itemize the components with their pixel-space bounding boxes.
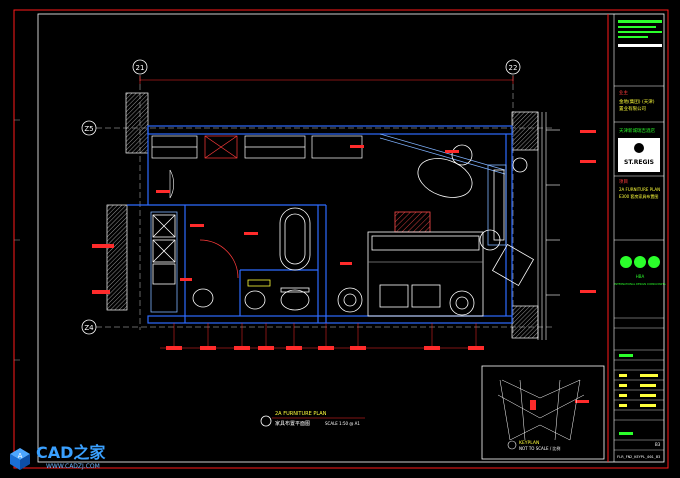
window-wall [537, 112, 560, 340]
plan-title: 2A FURNITURE PLAN 家具布置平面图 SCALE 1:50 @ A… [260, 411, 365, 427]
st-regis-logo-text: ST.REGIS [624, 159, 654, 166]
client-line2: 金地(集团) (天津) [619, 98, 655, 105]
grid-axes: 21 22 Z5 Z4 [81, 59, 555, 335]
cube-logo-icon: A [10, 448, 30, 470]
bathroom-fixtures [150, 207, 311, 313]
bottom-callouts [166, 346, 484, 350]
grid-label-21: 21 [136, 64, 145, 72]
sheet-outer-border [13, 9, 669, 469]
lounge-furniture [417, 144, 535, 287]
plan-title-en: 2A FURNITURE PLAN [275, 411, 327, 417]
watermark-text: CAD之家 [36, 443, 106, 462]
consultant-logo-text: HBA [636, 274, 645, 279]
keyplan-title: KEYPLAN [519, 440, 539, 446]
walls [127, 125, 513, 324]
title-block-fills [619, 354, 658, 435]
client-label: 业主 [619, 89, 628, 96]
title-marker [260, 415, 272, 427]
project-cn: E300 套房家具布置图 [619, 193, 658, 199]
watermark-url: WWW.CADZJ.COM [46, 463, 100, 470]
annotation-tags [92, 130, 596, 403]
bed [337, 211, 484, 317]
project-en: 2A FURNITURE PLAN [619, 187, 660, 192]
keyplan: KEYPLAN NOT TO SCALE / 比例 [481, 365, 605, 460]
margin-ticks [14, 119, 20, 361]
drawing-number: FLR_FN2_KEYPL_001_B3 [617, 455, 660, 459]
structural-columns [106, 92, 539, 339]
consultant-name: INTERNATIONAL DESIGN CONSULTANTS [614, 282, 666, 286]
keyplan-note: NOT TO SCALE / 比例 [519, 445, 560, 451]
grid-bubble-21 [132, 59, 148, 75]
grid-label-22: 22 [509, 64, 518, 72]
sheet-inner-border [37, 13, 665, 463]
designer-name: 天津新城瑞吉酒店 [619, 127, 655, 134]
consultant-logo: HBA [620, 256, 660, 279]
grid-label-z5: Z5 [84, 125, 93, 133]
plan-title-cn: 家具布置平面图 [275, 420, 310, 427]
revision: B3 [655, 442, 661, 447]
grid-bubble-z5 [81, 120, 97, 136]
project-label: 项目 [619, 179, 628, 185]
keyplan-marker [507, 440, 517, 450]
svg-text:A: A [18, 452, 23, 460]
client-line3: 置业有限公司 [619, 105, 646, 112]
bottom-leaders [173, 323, 477, 346]
title-block-rows [614, 317, 664, 451]
title-block: 业主 金地(集团) (天津) 置业有限公司 天津新城瑞吉酒店 ST.REGIS … [614, 20, 666, 459]
grid-bubble-z4 [81, 319, 97, 335]
grid-bubble-22 [505, 59, 521, 75]
st-regis-crest-icon [634, 143, 644, 153]
cadzj-watermark: A CAD之家 WWW.CADZJ.COM [10, 443, 106, 470]
plan-scale: SCALE 1:50 @ A1 [325, 421, 360, 426]
entry-door [169, 169, 174, 199]
grid-label-z4: Z4 [84, 324, 94, 332]
